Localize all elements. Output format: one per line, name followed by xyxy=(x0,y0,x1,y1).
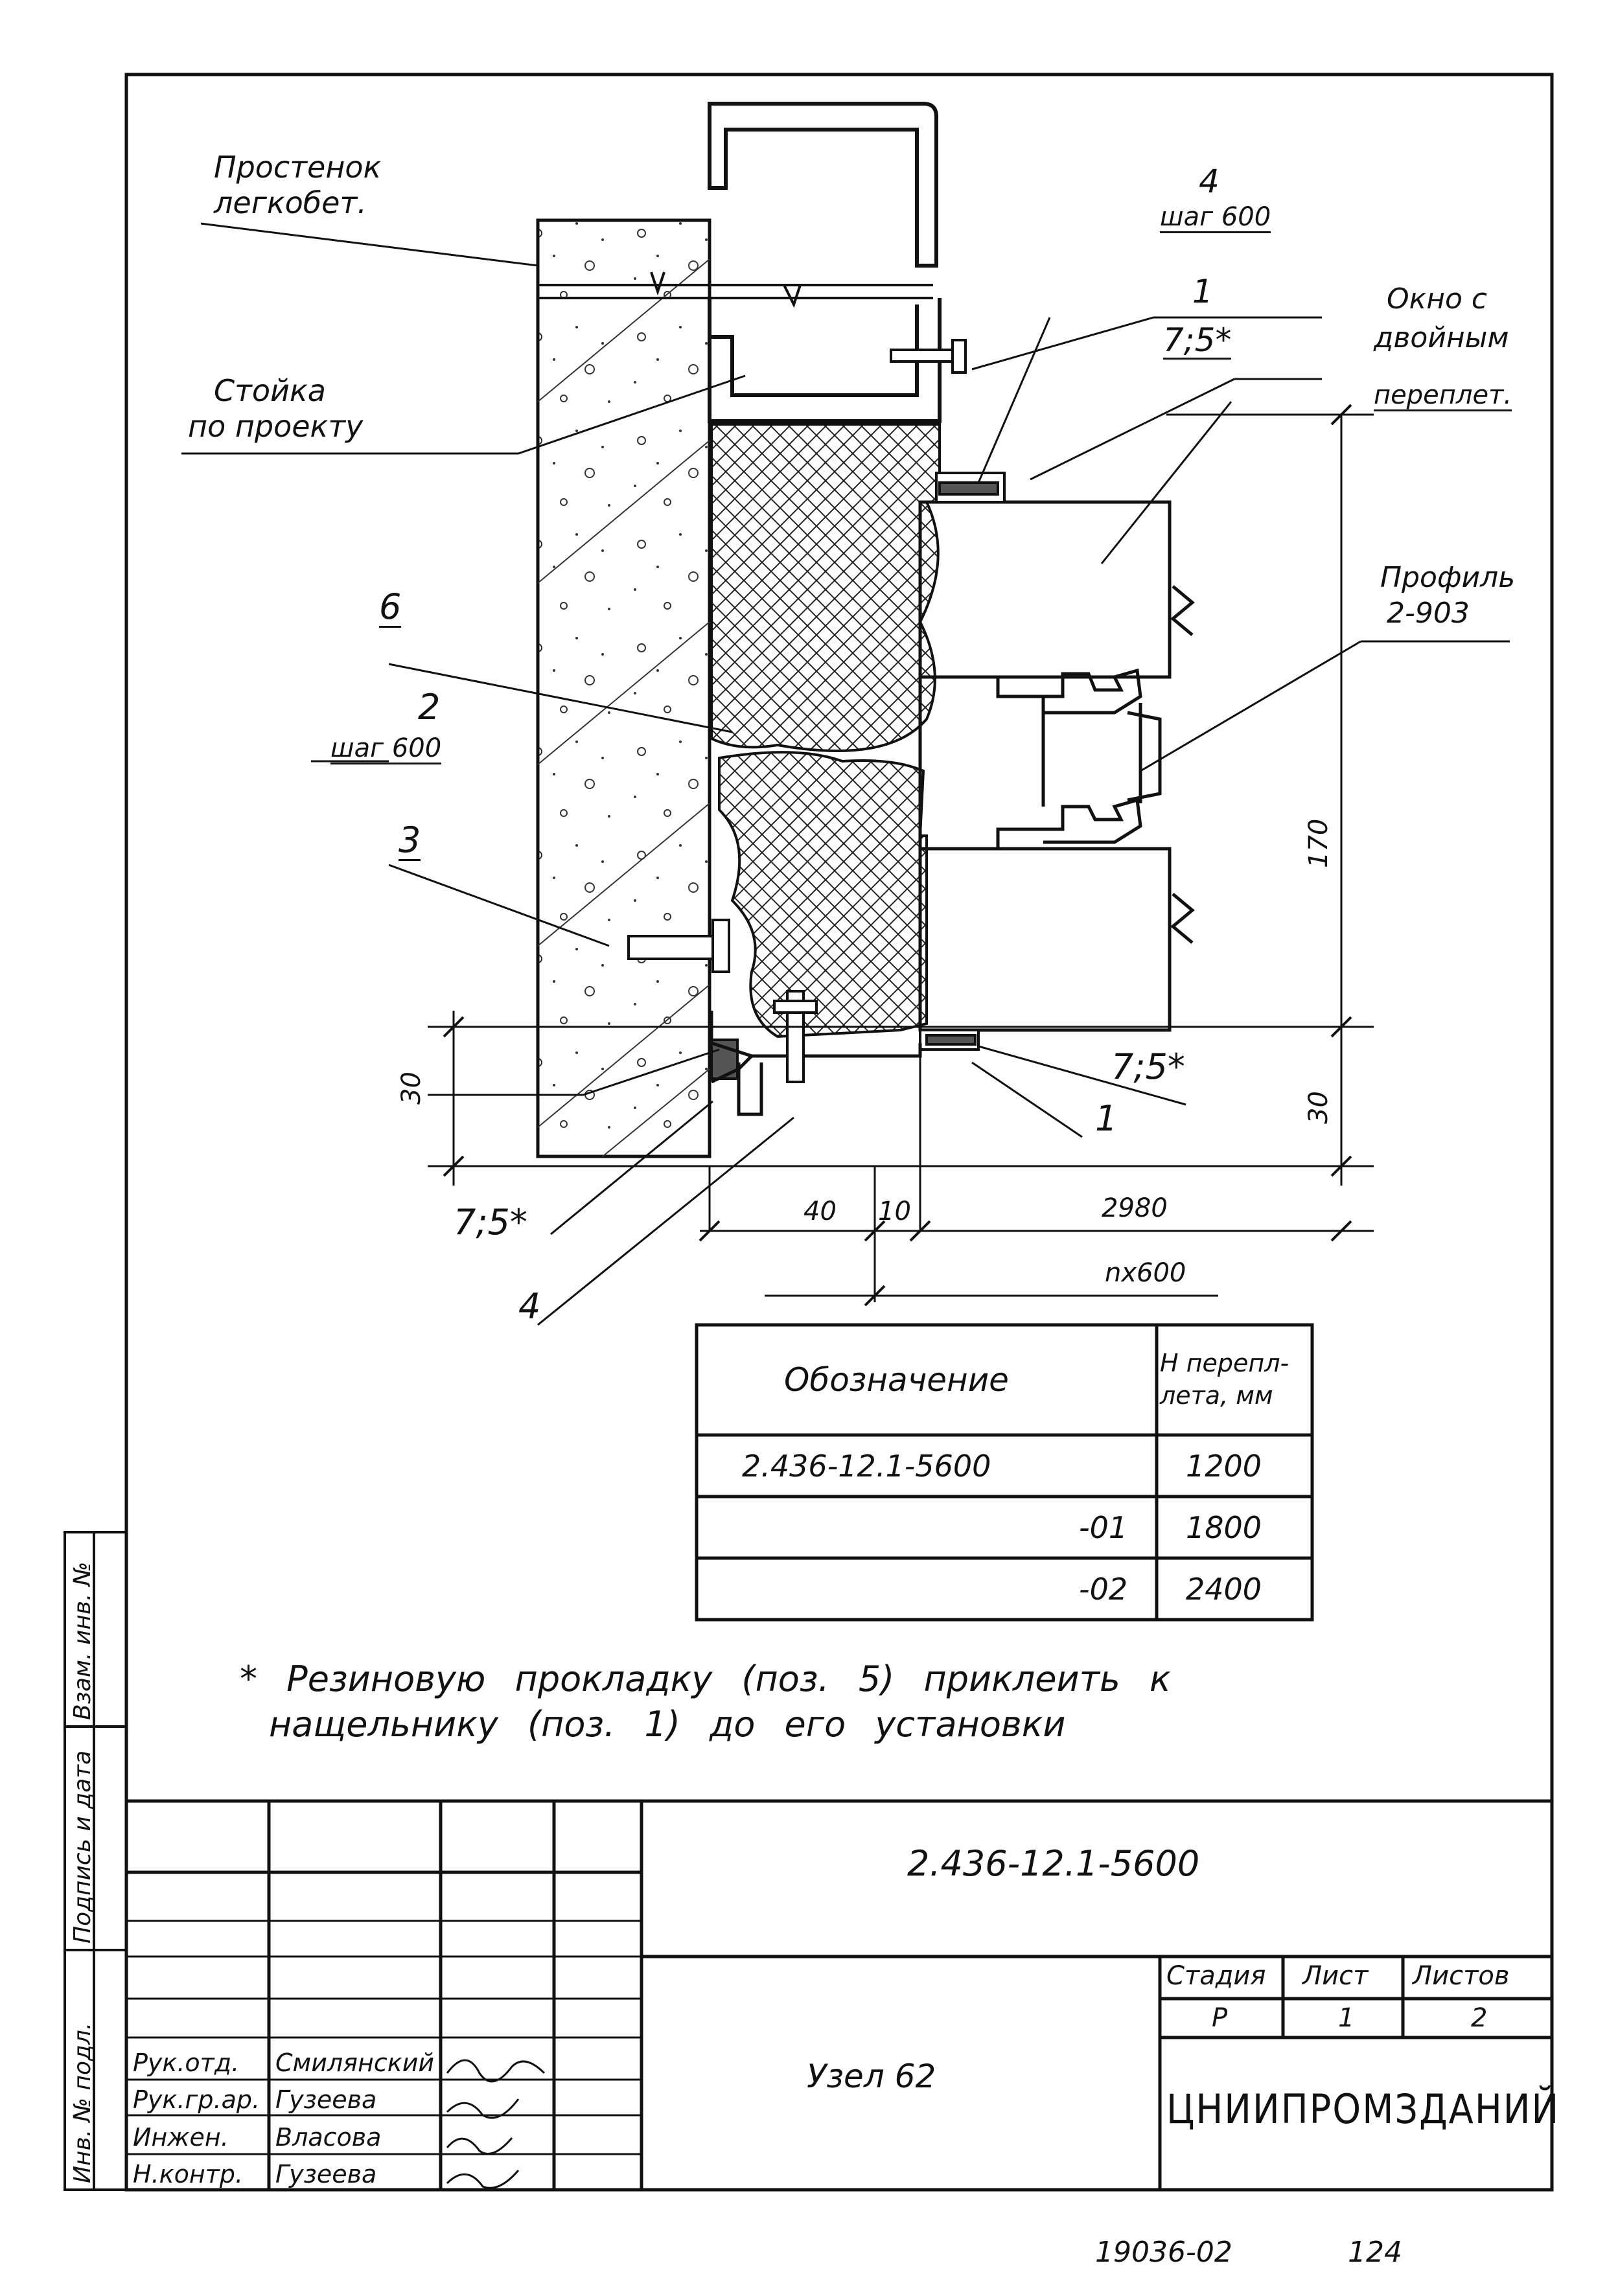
side-stamp-frame xyxy=(64,1531,128,2191)
dim-nx600: nx600 xyxy=(1105,1258,1186,1288)
leader-lines xyxy=(181,222,1510,1326)
callout-profil-line2: 2-903 xyxy=(1387,597,1470,630)
note-line2: нащельнику (поз. 1) до его установки xyxy=(269,1704,1066,1745)
sheets-label: Листов xyxy=(1413,1961,1510,1991)
spec-header-height-line2: лета, мм xyxy=(1160,1381,1273,1410)
cover-strips xyxy=(710,472,1006,1080)
spec-header-designation: Обозначение xyxy=(784,1361,1009,1399)
dim-2980: 2980 xyxy=(1102,1193,1168,1223)
signature-role: Инжен. xyxy=(133,2123,229,2152)
spec-row-height: 1800 xyxy=(1186,1510,1262,1545)
callout-stoika: Стойка xyxy=(214,373,326,408)
callout-gasket-right: 7;5* xyxy=(1111,1046,1185,1087)
sheets-value: 2 xyxy=(1471,2003,1488,2033)
callout-pos2: 2 xyxy=(418,687,441,728)
signature-name: Гузеева xyxy=(275,2085,377,2114)
callout-prostenok-line2: легкобет. xyxy=(214,185,367,220)
side-stamp-inv-orig: Инв. № подл. xyxy=(69,2022,96,2183)
doc-code: 2.436-12.1-5600 xyxy=(907,1843,1200,1884)
callout-prostenok: Простенок xyxy=(214,150,382,185)
note-line1: * Резиновую прокладку (поз. 5) приклеить… xyxy=(240,1659,1171,1699)
dim-30-right: 30 xyxy=(1304,1091,1334,1124)
sheet-value: 1 xyxy=(1338,2003,1355,2033)
concrete-pier xyxy=(536,218,711,1158)
callout-stoika-line2: по проекту xyxy=(188,409,364,444)
dim-170: 170 xyxy=(1304,818,1334,868)
signature-name: Власова xyxy=(275,2123,382,2152)
callout-okno-line3: переплет. xyxy=(1374,380,1512,411)
spec-row-height: 2400 xyxy=(1186,1572,1262,1607)
callout-pos6: 6 xyxy=(379,586,402,628)
callout-okno-line2: двойным xyxy=(1374,321,1509,354)
window-frame xyxy=(918,500,1195,1032)
sheet-label: Лист xyxy=(1302,1961,1369,1991)
dimension-lines xyxy=(428,413,1374,1302)
dim-40: 40 xyxy=(804,1197,837,1226)
spec-row-designation: 2.436-12.1-5600 xyxy=(742,1449,991,1484)
spec-row-designation: -02 xyxy=(1079,1572,1128,1607)
spec-row-designation: -01 xyxy=(1079,1510,1128,1545)
callout-pos1-top: 1 xyxy=(1192,273,1213,310)
callout-pos1-bottom: 1 xyxy=(1095,1098,1118,1139)
signature-role: Н.контр. xyxy=(133,2160,244,2188)
signature-name: Гузеева xyxy=(275,2160,377,2188)
steel-post xyxy=(708,102,942,423)
signature-marks xyxy=(446,2059,546,2189)
callout-pos3: 3 xyxy=(399,820,421,861)
callout-gasket-left: 7;5* xyxy=(454,1202,527,1243)
callout-pos4-top-step: шаг 600 xyxy=(1160,202,1271,233)
node-title: Узел 62 xyxy=(807,2058,936,2095)
sheet-frame xyxy=(124,73,1554,2192)
callout-pos2-step: шаг 600 xyxy=(330,733,442,764)
dim-30-left: 30 xyxy=(397,1072,426,1105)
side-stamp-sign-date: Подпись и дата xyxy=(69,1750,96,1944)
dim-10: 10 xyxy=(878,1197,911,1226)
fasteners xyxy=(627,339,967,1083)
callout-pos4-top: 4 xyxy=(1199,163,1220,200)
title-block-rows xyxy=(126,1920,642,2155)
spec-header-height: H перепл- xyxy=(1160,1349,1289,1377)
signature-role: Рук.гр.ар. xyxy=(133,2085,260,2114)
callout-profil: Профиль xyxy=(1380,561,1516,594)
stage-value: Р xyxy=(1212,2003,1228,2033)
callout-gasket-top: 7;5* xyxy=(1163,321,1232,360)
callout-okno: Окно с xyxy=(1387,282,1488,316)
signature-name: Смилянский xyxy=(275,2049,435,2077)
page-number: 124 xyxy=(1348,2236,1402,2269)
side-stamp-vzam: Взам. инв. № xyxy=(69,1561,96,1720)
spec-row-height: 1200 xyxy=(1186,1449,1262,1484)
archive-number: 19036-02 xyxy=(1095,2236,1232,2269)
organization-name: ЦНИИПРОМЗДАНИЙ xyxy=(1166,2085,1560,2133)
insulation xyxy=(710,423,941,1039)
title-block-grid xyxy=(126,1799,1552,2190)
stage-label: Стадия xyxy=(1166,1961,1266,1991)
spec-table-grid xyxy=(695,1323,1314,1622)
callout-pos4-bottom: 4 xyxy=(518,1286,541,1327)
signature-role: Рук.отд. xyxy=(133,2049,240,2077)
break-lines xyxy=(538,271,933,308)
